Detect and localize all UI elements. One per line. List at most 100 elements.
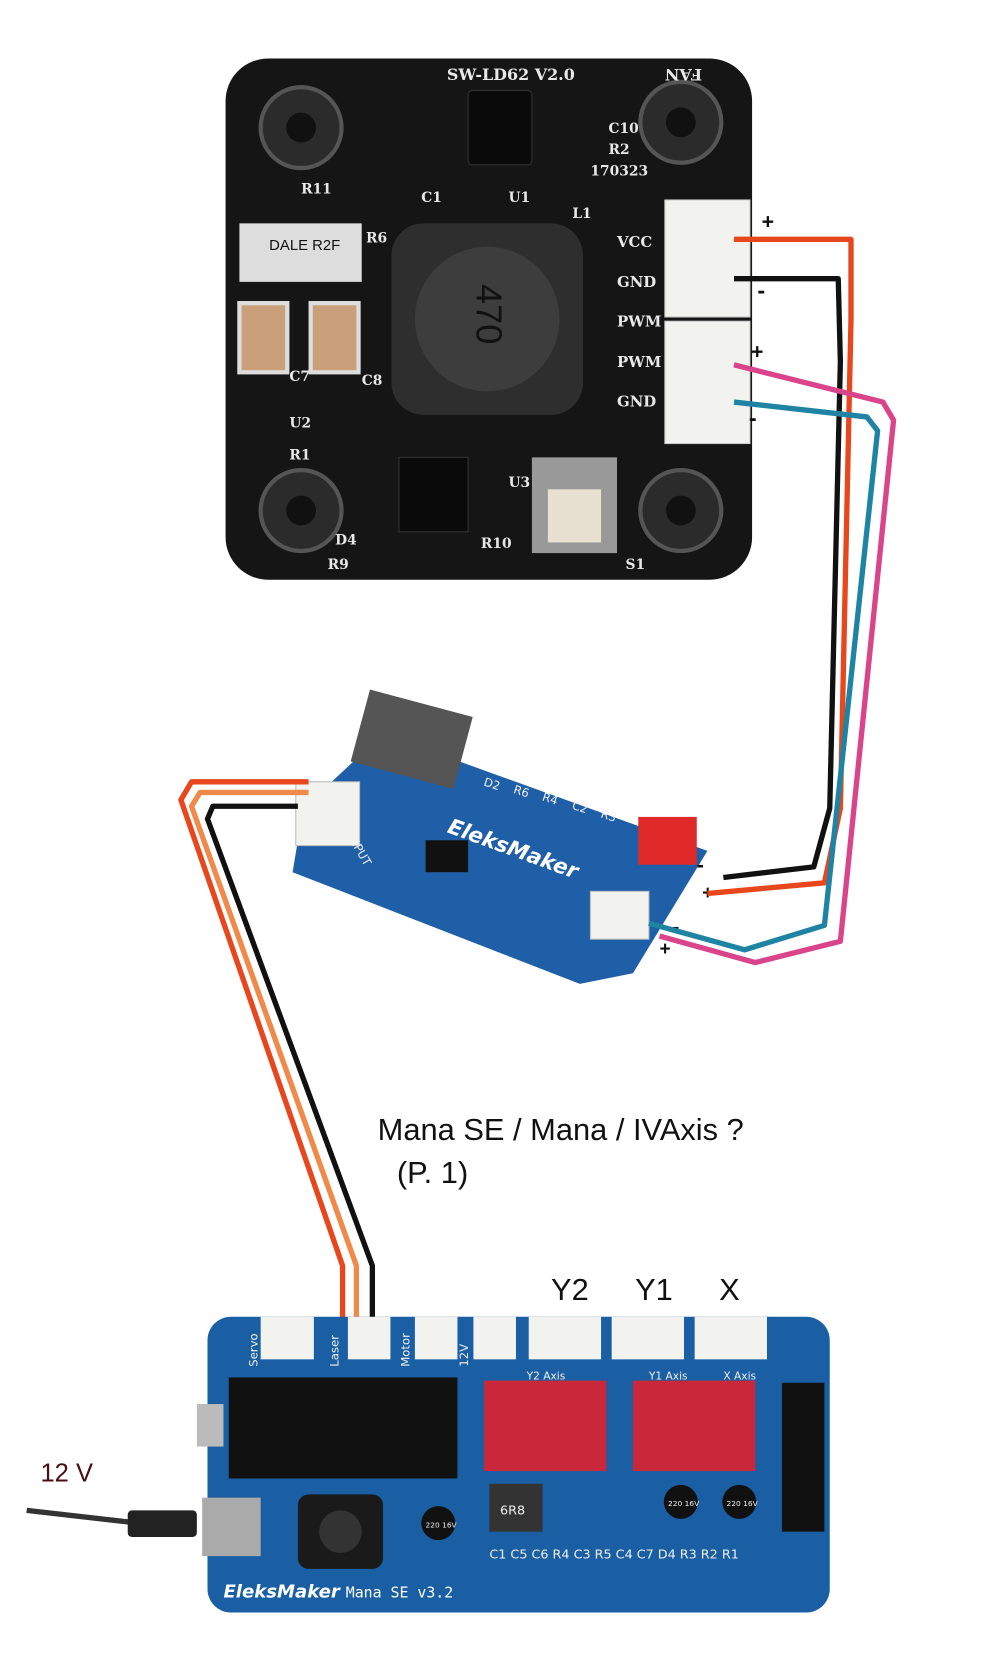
dale-resistor — [239, 223, 362, 282]
wires — [178, 236, 897, 1319]
controller-board: Servo Laser Motor 12V Y2 Axis Y1 Axis X … — [26, 1316, 830, 1613]
adapter-component-labels: D2 R6 R4 C2 R3 — [482, 775, 618, 825]
resistor-label: DALE R2F — [269, 238, 340, 254]
power-label: 12 V — [41, 1460, 94, 1488]
label-d4: D4 — [335, 533, 357, 549]
cap-label: 220 16V — [668, 1499, 700, 1508]
laser-driver-board: SW-LD62 V2.0 FAN 170323 DALE R2F 470 R11… — [225, 58, 774, 580]
label-u2: U2 — [289, 416, 311, 432]
plus-sign: + — [762, 210, 774, 234]
dc-plug[interactable] — [127, 1510, 197, 1537]
fan-label: FAN — [665, 65, 702, 84]
wire-laser-red — [178, 779, 346, 1319]
label-u3: U3 — [509, 475, 531, 491]
pin-gnd: GND — [617, 273, 656, 291]
axis-label-y2: Y2 — [551, 1272, 589, 1307]
minus-sign: - — [697, 853, 704, 877]
wire-gnd — [723, 276, 844, 881]
adapter-chip — [425, 840, 469, 873]
label-r6: R6 — [366, 231, 387, 247]
dc-jack[interactable] — [202, 1497, 261, 1557]
capacitor — [722, 1484, 757, 1519]
pin-pwm: PWM — [617, 313, 661, 331]
connector-y1[interactable] — [611, 1316, 685, 1360]
connector-pwm[interactable] — [664, 320, 751, 445]
board-question-label: Mana SE / Mana / IVAxis ? — [378, 1112, 744, 1147]
pin-vcc: VCC — [616, 233, 652, 251]
controller-model: Mana SE v3.2 — [346, 1584, 453, 1602]
label-servo: Servo — [246, 1333, 260, 1366]
plus-sign: + — [660, 939, 671, 960]
plus-sign: + — [751, 339, 763, 363]
label-12v: 12V — [457, 1344, 471, 1367]
label-c10: C10 — [608, 121, 638, 137]
label-laser: Laser — [327, 1335, 341, 1367]
cap-label: 220 16V — [426, 1520, 458, 1529]
capacitor-c8 — [308, 301, 361, 375]
inductor — [489, 1483, 543, 1532]
label-c7: C7 — [289, 369, 310, 385]
connector-motor[interactable] — [414, 1316, 458, 1360]
connector-y2[interactable] — [528, 1316, 602, 1360]
axis-label-y1: Y1 — [635, 1272, 673, 1307]
top-connectors — [260, 1316, 767, 1360]
white-connector[interactable] — [589, 890, 650, 940]
connector-12v[interactable] — [473, 1316, 516, 1360]
pin-pwm: PWM — [617, 353, 661, 371]
connector-laser[interactable] — [347, 1316, 391, 1360]
wire-laser-orange — [188, 789, 360, 1319]
minus-sign: - — [672, 915, 679, 939]
date-code: 170323 — [590, 164, 648, 180]
minus-sign: - — [757, 277, 765, 303]
silk-y1-axis: Y1 Axis — [648, 1370, 688, 1383]
wire-pwm-negative — [648, 399, 881, 953]
component-row-labels: C1 C5 C6 R4 C3 R5 C4 C7 D4 R3 R2 R1 — [489, 1547, 738, 1562]
connector-x[interactable] — [694, 1316, 767, 1360]
label-motor: Motor — [399, 1333, 413, 1367]
label-c2: C2 — [570, 798, 589, 816]
stepper-driver-y2 — [484, 1380, 607, 1472]
label-r6: R6 — [512, 782, 531, 800]
dc-jack — [350, 689, 473, 789]
adapter-board: INPUT D2 R6 R4 C2 R3 EleksMaker - + - + — [292, 689, 713, 984]
label-r9: R9 — [328, 557, 349, 573]
header-connector[interactable] — [781, 1382, 825, 1532]
capacitor — [421, 1506, 456, 1541]
cap-label: 220 16V — [727, 1499, 759, 1508]
label-d2: D2 — [482, 775, 502, 793]
minus-sign: - — [749, 404, 757, 430]
label-r2: R2 — [608, 142, 629, 158]
inductor-label: 6R8 — [500, 1504, 525, 1519]
inductor-label: 470 — [469, 284, 510, 344]
connector-servo[interactable] — [260, 1316, 314, 1360]
label-l1: L1 — [572, 206, 591, 222]
label-c1: C1 — [421, 190, 442, 206]
pin-gnd: GND — [617, 392, 656, 410]
connector-power[interactable] — [664, 199, 751, 318]
chip-u3 — [398, 456, 469, 533]
capacitor — [663, 1484, 698, 1519]
wire-laser-black — [204, 803, 376, 1319]
power-cable — [26, 1507, 139, 1526]
wire-vcc — [707, 236, 854, 897]
label-r1: R1 — [289, 447, 310, 463]
axis-label-x: X — [719, 1272, 740, 1307]
capacitor-c7 — [237, 301, 290, 375]
controller-brand: EleksMaker — [223, 1582, 340, 1603]
chip-u1 — [467, 89, 533, 166]
label-c8: C8 — [362, 373, 383, 389]
label-r4: R4 — [541, 790, 560, 808]
stepper-driver-y1 — [632, 1380, 756, 1472]
board-model: SW-LD62 V2.0 — [447, 65, 575, 84]
wire-pwm-positive — [658, 362, 897, 966]
silk-y2-axis: Y2 Axis — [526, 1370, 566, 1383]
label-u1: U1 — [509, 190, 531, 206]
label-r10: R10 — [481, 536, 512, 552]
usb-port[interactable] — [196, 1404, 224, 1447]
label-r3: R3 — [599, 807, 618, 825]
label-r11: R11 — [301, 182, 332, 198]
red-connector[interactable] — [638, 816, 697, 865]
arduino-nano — [228, 1377, 458, 1479]
